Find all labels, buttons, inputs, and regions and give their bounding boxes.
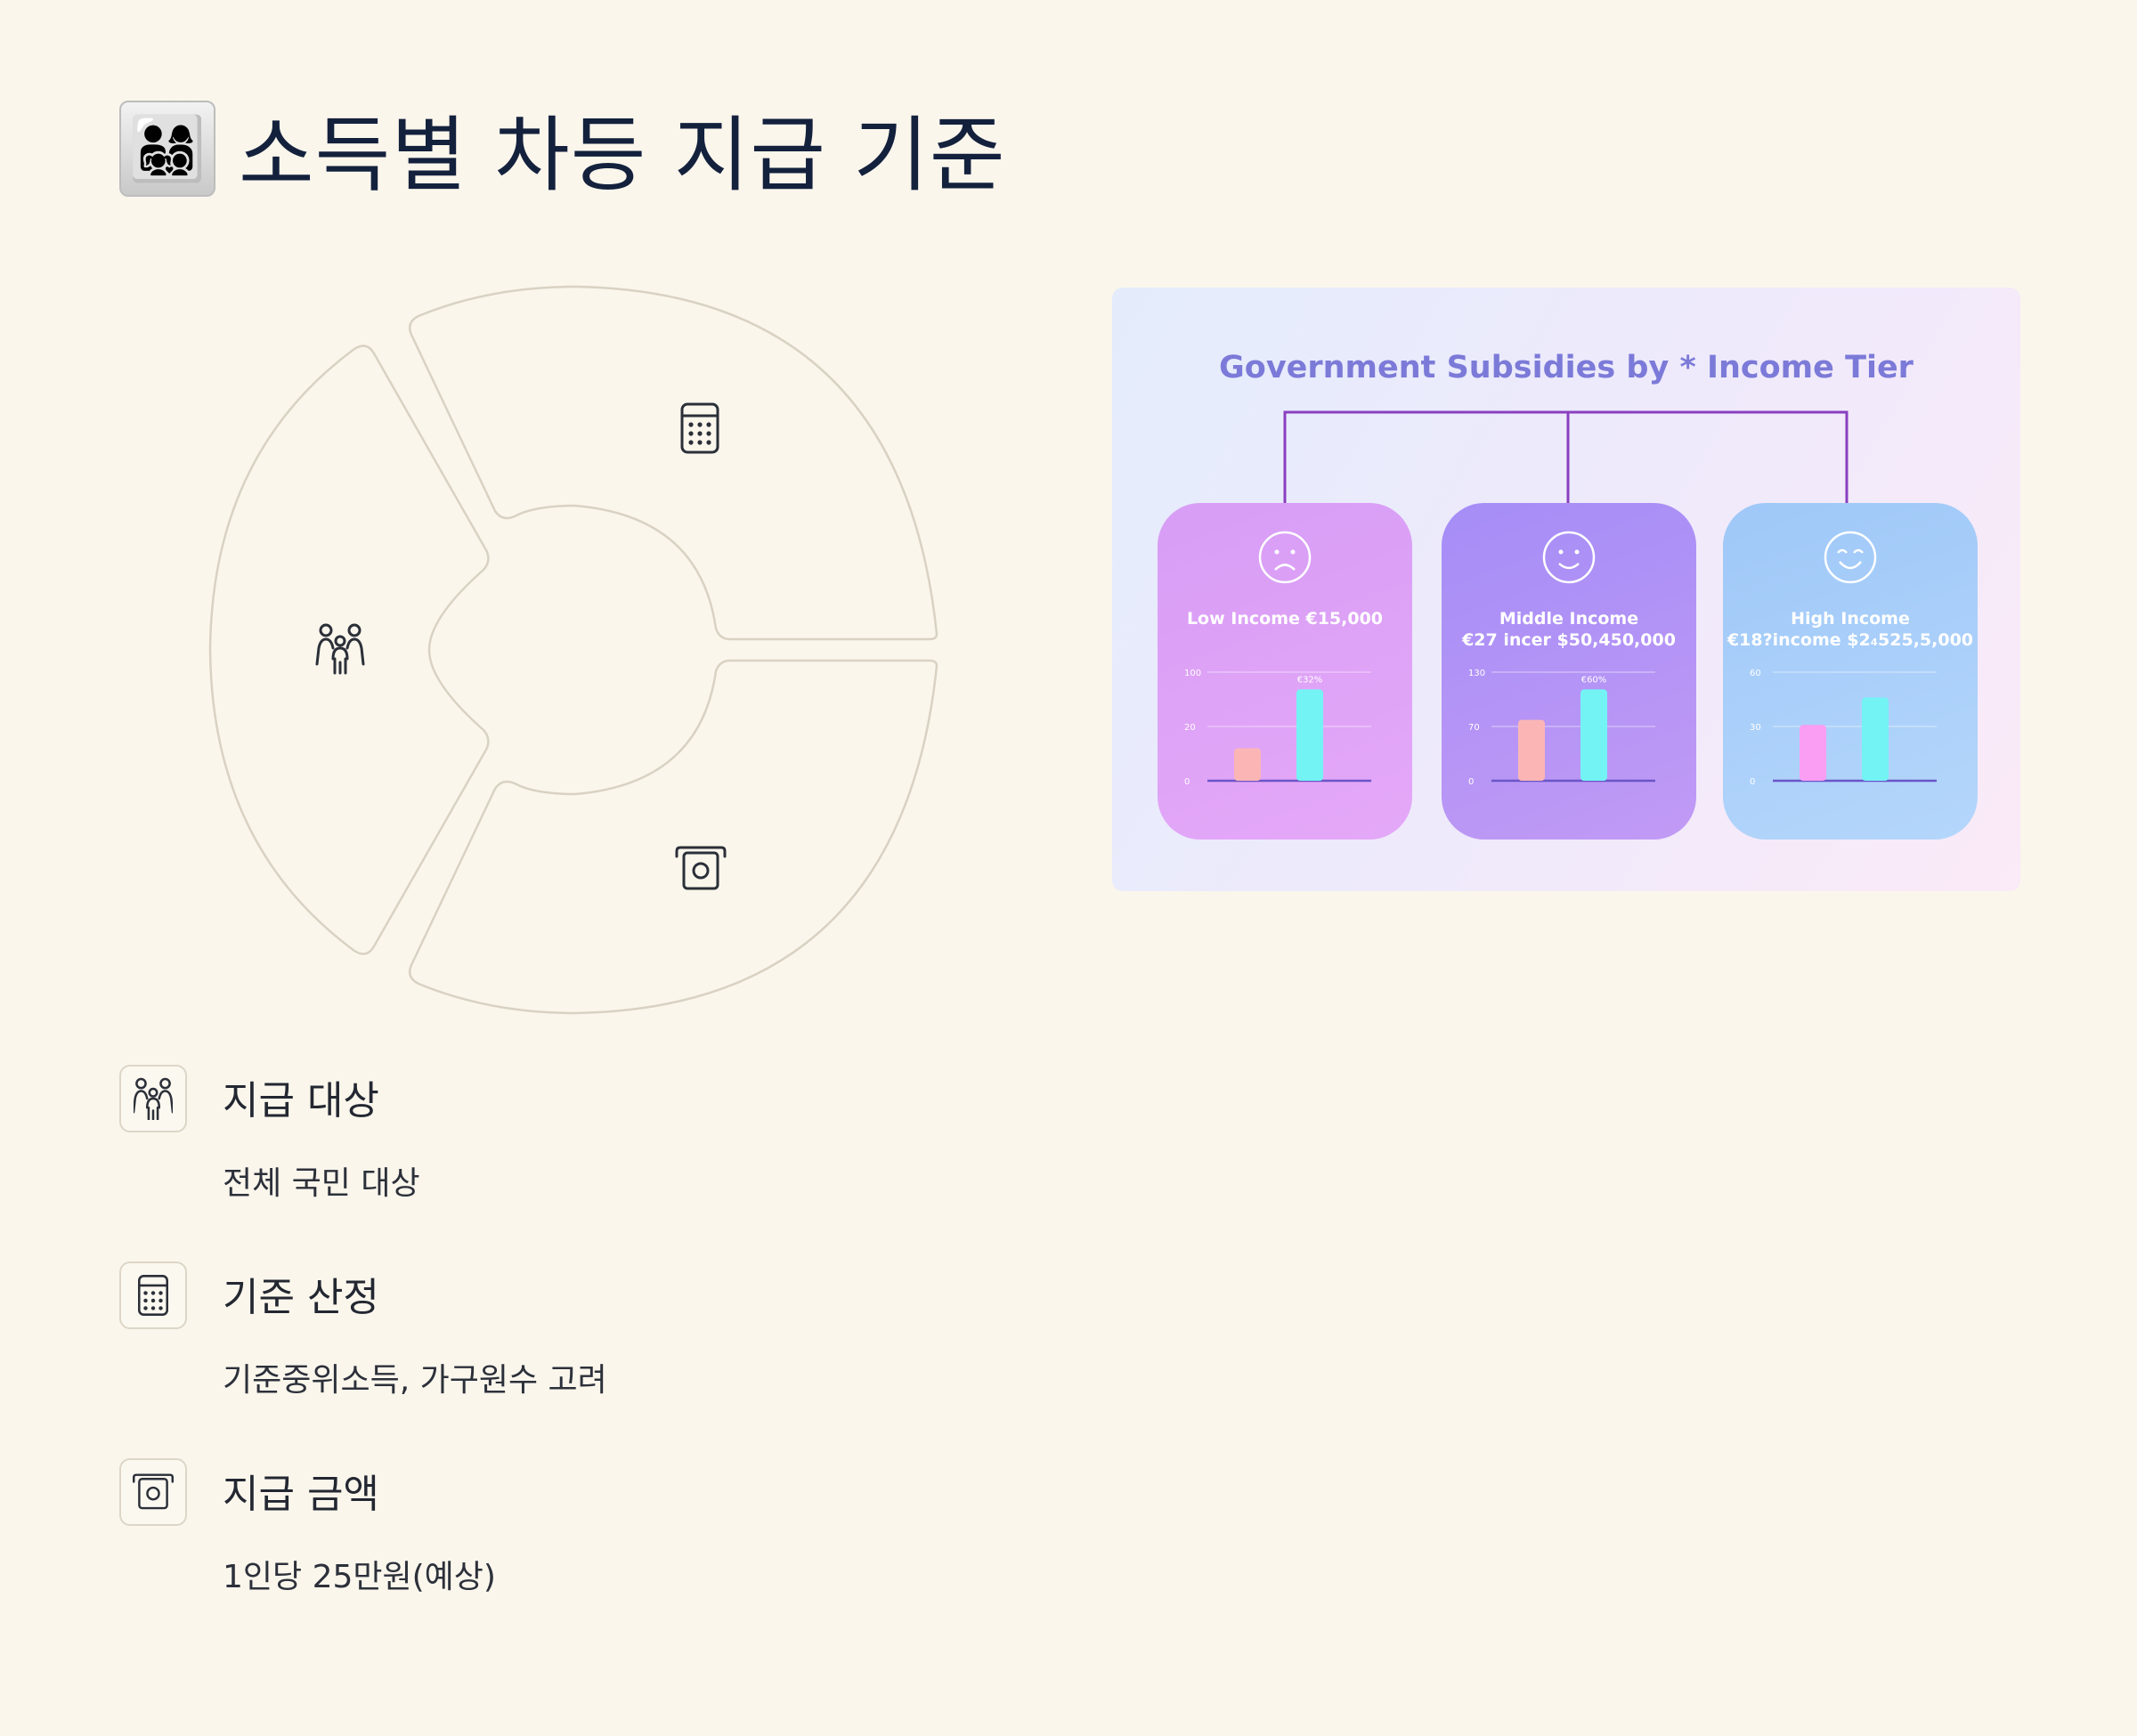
segment-wheel <box>208 285 938 1015</box>
tick-label: 130 <box>1468 669 1485 678</box>
item-icon-box <box>119 1261 187 1329</box>
tier-connector <box>1283 410 1849 503</box>
tick-label: 0 <box>1750 777 1755 787</box>
bar-label: €60% <box>1581 675 1607 685</box>
tier-label: Middle Income €27 incer $50,450,000 <box>1462 609 1676 650</box>
cash-icon <box>675 846 727 890</box>
item-description: 전체 국민 대상 <box>223 1165 420 1202</box>
mini-bar-chart: 100 20 0 €32% <box>1184 669 1371 787</box>
tier-label: Low Income €15,000 <box>1186 609 1384 629</box>
family-emoji-icon: 👨‍👩‍👧‍👦 <box>119 100 215 197</box>
tick-label: 0 <box>1184 777 1190 787</box>
tier-card-high: High Income €18?income $2₄525,5,000 60 30… <box>1723 503 1978 840</box>
calculator-icon <box>138 1275 168 1316</box>
family-icon <box>134 1077 173 1120</box>
tick-label: 70 <box>1468 723 1480 733</box>
item-description: 1인당 25만원(예상) <box>223 1559 496 1595</box>
bar <box>1296 689 1323 781</box>
wheel-segment-left <box>208 345 490 955</box>
bar <box>1800 725 1826 781</box>
tier-card-low: Low Income €15,000 100 20 0 €32% <box>1158 503 1412 840</box>
tick-label: 0 <box>1468 777 1474 787</box>
page-title: 소득별 차등 지급 기준 <box>239 108 1006 203</box>
subsidy-illustration: Government Subsidies by * Income Tier Lo… <box>1112 288 2020 891</box>
illustration-heading: Government Subsidies by * Income Tier <box>1219 350 1914 385</box>
mini-bar-chart: 60 30 0 <box>1750 669 1937 787</box>
item-title: 지급 대상 <box>223 1078 379 1124</box>
bar <box>1234 748 1261 781</box>
sad-face-icon <box>1258 531 1312 584</box>
item-title: 기준 산정 <box>223 1275 379 1320</box>
calculator-icon <box>680 402 719 454</box>
item-icon-box <box>119 1065 187 1132</box>
happy-face-icon <box>1824 531 1877 584</box>
bar <box>1580 689 1607 781</box>
bar-label: €32% <box>1297 675 1323 685</box>
item-icon-box <box>119 1458 187 1526</box>
tick-label: 100 <box>1184 669 1201 678</box>
item-title: 지급 금액 <box>223 1472 379 1517</box>
wheel-segment-top <box>409 285 938 641</box>
page-header: 👨‍👩‍👧‍👦 소득별 차등 지급 기준 <box>119 89 1006 207</box>
mini-bar-chart: 130 70 0 €60% <box>1468 669 1655 787</box>
bar <box>1862 697 1889 781</box>
wheel-segment-bottom <box>409 659 938 1015</box>
tick-label: 20 <box>1184 723 1196 733</box>
cash-icon <box>133 1473 174 1510</box>
tick-label: 30 <box>1750 723 1761 733</box>
family-icon <box>315 623 365 675</box>
tick-label: 60 <box>1750 669 1761 678</box>
bar <box>1518 719 1545 781</box>
smile-face-icon <box>1542 531 1596 584</box>
tier-card-middle: Middle Income €27 incer $50,450,000 130 7… <box>1442 503 1696 840</box>
tier-label: High Income €18?income $2₄525,5,000 <box>1727 609 1974 650</box>
item-description: 기준중위소득, 가구원수 고려 <box>223 1362 607 1399</box>
